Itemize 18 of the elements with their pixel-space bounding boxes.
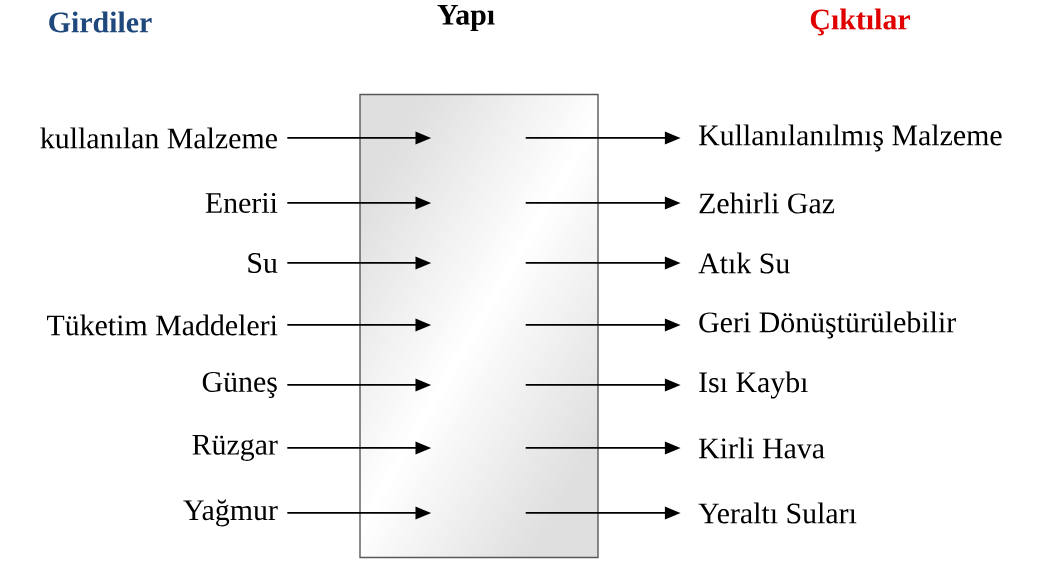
item-text: Kullanılanılmış Malzeme bbox=[698, 124, 1002, 152]
item-text: Yeraltı Suları bbox=[698, 502, 857, 524]
item-text: Tüketim Maddeleri bbox=[47, 314, 278, 336]
item-text: kullanılan Malzeme bbox=[40, 127, 277, 149]
item-text: Zehirli Gaz bbox=[699, 192, 835, 214]
column-heading: Girdiler bbox=[49, 11, 152, 33]
item-text: Enerii bbox=[205, 192, 278, 214]
node-label: Yapı bbox=[437, 5, 495, 31]
structure-box: Yapı bbox=[359, 5, 599, 559]
item-text: Güneş bbox=[202, 371, 277, 399]
item-text: Geri Dönüştürülebilir bbox=[699, 311, 956, 339]
item-text: Isı Kaybı bbox=[699, 371, 808, 399]
item-text: Atık Su bbox=[698, 252, 790, 274]
item-text: Kirli Hava bbox=[698, 437, 825, 459]
item-text: Yağmur bbox=[183, 499, 278, 527]
item-text: Rüzgar bbox=[192, 434, 278, 461]
item-text: Su bbox=[248, 252, 278, 274]
column-heading: Çıktılar bbox=[810, 8, 910, 36]
